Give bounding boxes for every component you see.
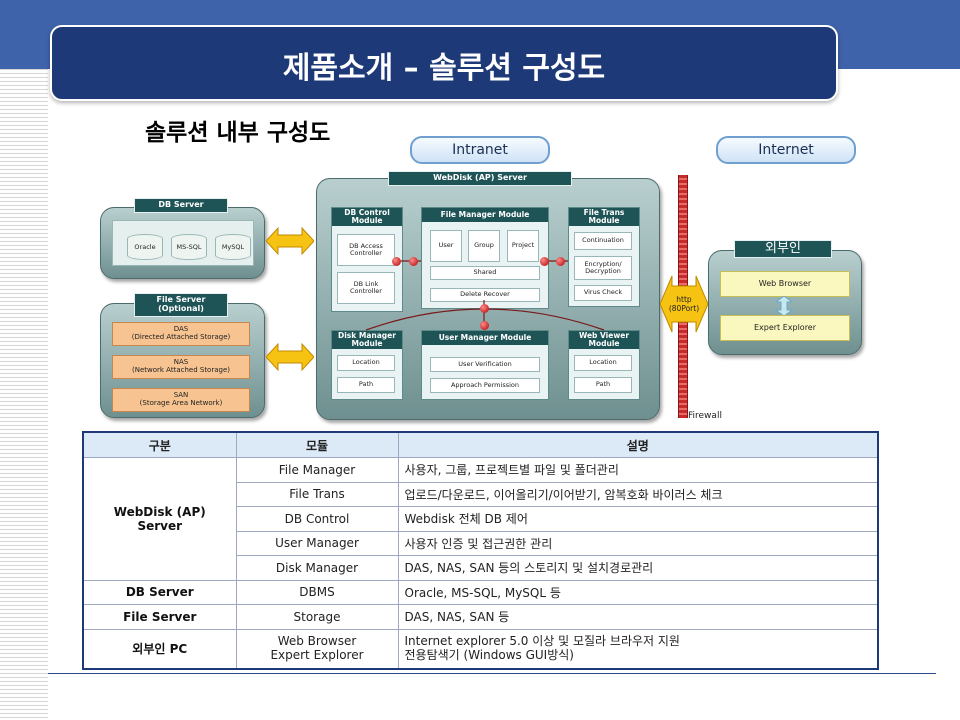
bottom-rule <box>48 673 936 674</box>
module-cell: File Manager <box>235 457 399 483</box>
nas-name: NAS <box>173 358 189 366</box>
das-storage: DAS(Directed Attached Storage) <box>112 322 250 346</box>
file-server-title: File Server (Optional) <box>134 293 228 317</box>
file-trans-title: File Trans Module <box>569 208 639 226</box>
table-header: 구분 <box>82 431 237 458</box>
nas-desc: (Network Attached Storage) <box>131 366 230 375</box>
connector-dot <box>409 257 418 266</box>
category-cell: WebDisk (AP) Server <box>82 457 237 581</box>
external-arrow-icon <box>774 296 794 316</box>
fm-project: Project <box>507 230 539 262</box>
um-approach-permission: Approach Permission <box>430 378 540 393</box>
nas-storage: NAS(Network Attached Storage) <box>112 355 250 379</box>
fm-user: User <box>430 230 462 262</box>
internet-label: Internet <box>716 136 856 164</box>
table-row: File Trans 업로드/다운로드, 이어올리기/이어받기, 암복호화 바이… <box>83 481 879 507</box>
ft-virus-check: Virus Check <box>574 285 632 301</box>
ap-server-title: WebDisk (AP) Server <box>388 171 572 186</box>
intranet-label: Intranet <box>410 136 550 164</box>
db-access-controller: DB Access Controller <box>337 234 395 266</box>
das-name: DAS <box>173 325 189 333</box>
table-header-row: 구분 모듈 설명 <box>82 431 879 458</box>
disk-manager-title: Disk Manager Module <box>332 331 402 349</box>
category-cell: DB Server <box>82 579 237 605</box>
table-row: User Manager 사용자 인증 및 접근권한 관리 <box>83 530 879 556</box>
connector-dot <box>480 321 489 330</box>
um-user-verification: User Verification <box>430 357 540 372</box>
fm-group: Group <box>468 230 500 262</box>
module-connectors <box>365 260 605 331</box>
mssql-db-icon: MS-SQL <box>171 234 207 260</box>
table-row: File Server Storage DAS, NAS, SAN 등 <box>82 604 879 630</box>
table-row: DB Server DBMS Oracle, MS-SQL, MySQL 등 <box>82 579 879 605</box>
module-cell: Disk Manager <box>235 555 399 581</box>
wv-location: Location <box>574 355 632 371</box>
dm-path: Path <box>337 377 395 393</box>
http-label: http (80Port) <box>668 295 700 313</box>
db-link-controller: DB Link Controller <box>337 272 395 304</box>
category-cell: 외부인 PC <box>82 628 237 670</box>
table-row: Disk Manager DAS, NAS, SAN 등의 스토리지 및 설치경… <box>83 555 879 581</box>
file-manager-module: File Manager Module User Group Project S… <box>421 207 549 309</box>
db-control-title: DB Control Module <box>332 208 402 226</box>
fm-delete-recover: Delete Recover <box>430 288 540 302</box>
web-viewer-module: Web Viewer Module Location Path <box>568 330 640 400</box>
mysql-db-icon: MySQL <box>215 234 251 260</box>
das-desc: (Directed Attached Storage) <box>131 333 231 342</box>
module-cell: DB Control <box>235 506 399 532</box>
web-viewer-title: Web Viewer Module <box>569 331 639 349</box>
table-row: WebDisk (AP) Server File Manager 사용자, 그룹… <box>82 457 879 581</box>
ft-encryption: Encryption/ Decryption <box>574 256 632 280</box>
wv-path: Path <box>574 377 632 393</box>
desc-cell: Webdisk 전체 DB 제어 <box>397 506 879 532</box>
table-row: 외부인 PC Web Browser Expert Explorer Inter… <box>82 628 879 670</box>
title-box: 제품소개 – 솔루션 구성도 <box>50 25 838 101</box>
section-subtitle: 솔루션 내부 구성도 <box>145 120 331 146</box>
db-control-module: DB Control Module DB Access Controller D… <box>331 207 403 312</box>
file-link-arrow <box>266 342 314 372</box>
san-desc: (Storage Area Network) <box>139 399 223 408</box>
module-cell: DBMS <box>235 579 399 605</box>
desc-cell: Oracle, MS-SQL, MySQL 등 <box>397 579 879 605</box>
table-row: DB Control Webdisk 전체 DB 제어 <box>83 506 879 532</box>
side-stripes <box>0 69 48 720</box>
external-title: 외부인 <box>734 240 832 259</box>
oracle-db-icon: Oracle <box>127 234 163 260</box>
connector-dot <box>540 257 549 266</box>
san-name: SAN <box>173 391 189 399</box>
table-header: 설명 <box>397 431 879 458</box>
connector-dot <box>556 257 565 266</box>
table-header: 모듈 <box>235 431 399 458</box>
category-cell: File Server <box>82 604 237 630</box>
desc-cell: 사용자 인증 및 접근권한 관리 <box>397 530 879 556</box>
connector-dot <box>392 257 401 266</box>
db-server-title: DB Server <box>134 198 228 213</box>
desc-cell: Internet explorer 5.0 이상 및 모질라 브라우저 지원 전… <box>397 628 879 670</box>
desc-cell: 업로드/다운로드, 이어올리기/이어받기, 암복호화 바이러스 체크 <box>397 481 879 507</box>
firewall-label: Firewall <box>688 411 722 421</box>
ft-continuation: Continuation <box>574 232 632 250</box>
page-title: 제품소개 – 솔루션 구성도 <box>282 51 606 86</box>
external-web-browser: Web Browser <box>720 271 850 297</box>
module-cell: User Manager <box>235 530 399 556</box>
http-arrow <box>660 275 708 333</box>
desc-cell: 사용자, 그룹, 프로젝트별 파일 및 폴더관리 <box>397 457 879 483</box>
desc-cell: DAS, NAS, SAN 등의 스토리지 및 설치경로관리 <box>397 555 879 581</box>
info-table: 구분 모듈 설명 WebDisk (AP) Server File Manage… <box>82 431 879 670</box>
db-link-arrow <box>266 226 314 256</box>
external-expert-explorer: Expert Explorer <box>720 315 850 341</box>
desc-cell: DAS, NAS, SAN 등 <box>397 604 879 630</box>
connector-dot <box>480 304 489 313</box>
module-cell: Storage <box>235 604 399 630</box>
san-storage: SAN(Storage Area Network) <box>112 388 250 412</box>
fm-shared: Shared <box>430 266 540 280</box>
disk-manager-module: Disk Manager Module Location Path <box>331 330 403 400</box>
module-cell: Web Browser Expert Explorer <box>235 628 399 670</box>
dm-location: Location <box>337 355 395 371</box>
user-manager-title: User Manager Module <box>422 331 548 345</box>
user-manager-module: User Manager Module User Verification Ap… <box>421 330 549 400</box>
file-manager-title: File Manager Module <box>422 208 548 222</box>
file-trans-module: File Trans Module Continuation Encryptio… <box>568 207 640 307</box>
module-cell: File Trans <box>235 481 399 507</box>
